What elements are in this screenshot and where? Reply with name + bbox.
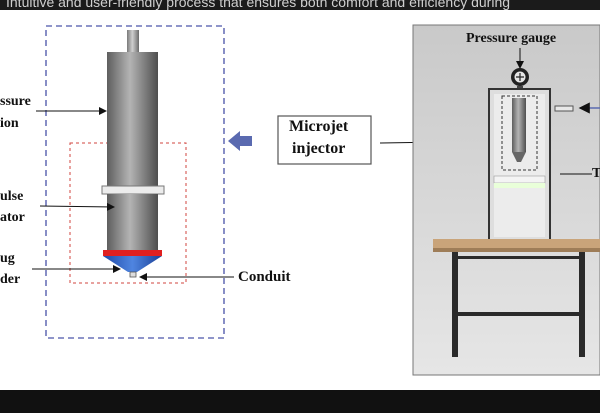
microjet-injector-box: [277, 115, 372, 165]
arrow-pulse: [39, 202, 115, 211]
diagram-panel: ssure ion ulse ator ug der Conduit Micro…: [0, 10, 600, 390]
nozzle: [129, 271, 137, 278]
label-conduit: Conduit: [238, 269, 291, 285]
mini-injector-tip: [512, 152, 526, 162]
collar-ring: [101, 185, 165, 195]
label-target-partial: T: [592, 166, 600, 181]
injector-focus-box: [501, 95, 538, 171]
caption-text: Intuitive and user-friendly process that…: [6, 0, 511, 10]
label-pressure-line1: ssure: [0, 94, 31, 109]
inner-dashed-box: [69, 142, 187, 284]
setup-illustration: [412, 24, 600, 376]
pulse-cylinder: [107, 194, 158, 250]
table-leg-right: [579, 252, 585, 357]
blue-left-arrow: [228, 131, 252, 151]
target-sample: [493, 175, 546, 184]
piston-rod: [127, 30, 139, 54]
table-top: [433, 239, 600, 248]
label-injector: injector: [292, 140, 346, 157]
caption-bar: Intuitive and user-friendly process that…: [0, 0, 600, 10]
mini-injector: [512, 98, 526, 152]
table-leg-left: [452, 252, 458, 357]
table-apron: [452, 256, 585, 259]
diagram-canvas: [32, 24, 600, 376]
drug-cone: [103, 256, 162, 272]
label-pressure-gauge: Pressure gauge: [466, 31, 557, 46]
pressure-cylinder: [107, 52, 158, 188]
label-pulse-line2: ator: [0, 210, 25, 225]
target-base: [494, 183, 545, 188]
side-port: [554, 105, 574, 112]
table-crossbar: [452, 312, 585, 316]
red-seal: [103, 250, 162, 256]
label-microjet: Microjet: [289, 118, 349, 135]
gauge-needle: [516, 73, 524, 81]
label-drug-line1: ug: [0, 251, 15, 266]
label-pressure-line2: ion: [0, 116, 19, 131]
bottom-bar: [0, 390, 600, 413]
injector-schematic: [32, 25, 234, 339]
label-pulse-line1: ulse: [0, 189, 24, 204]
table-edge: [433, 248, 600, 252]
label-drug-line2: der: [0, 272, 21, 287]
outer-dashed-box: [45, 25, 225, 339]
